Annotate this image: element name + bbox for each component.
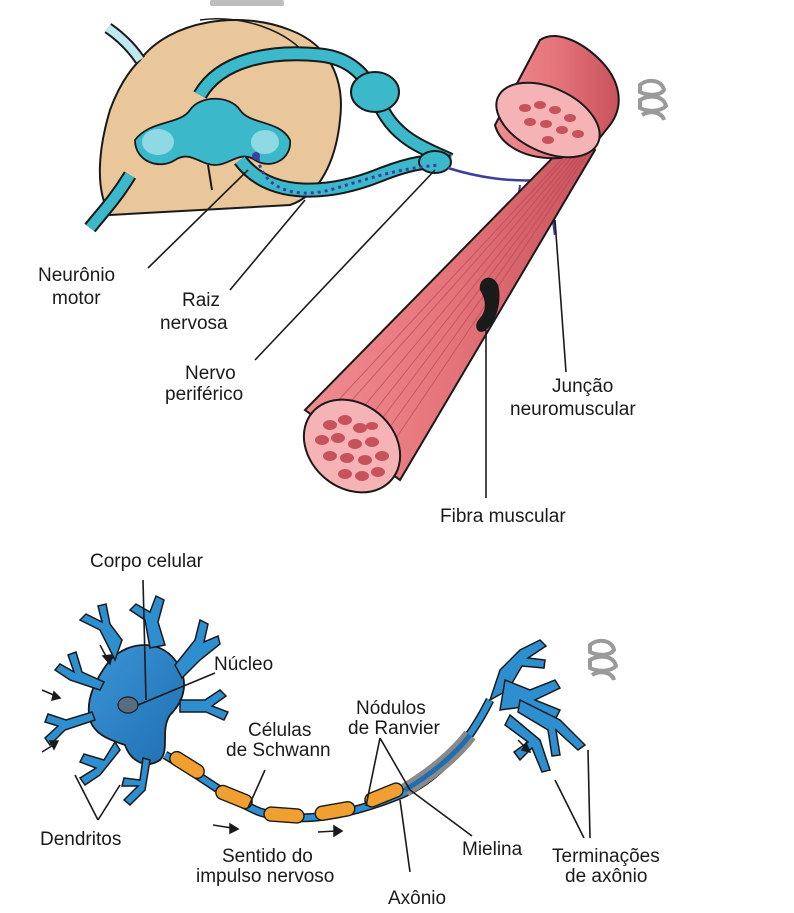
label-nerve-root-1: Raiz — [182, 290, 220, 311]
watermark-logo-icon — [588, 638, 619, 681]
label-motor-neuron-1: Neurônio — [38, 265, 115, 286]
label-nmj-2: neuromuscular — [510, 399, 636, 420]
label-nucleus: Núcleo — [214, 654, 273, 675]
label-nodes-ranvier-2: de Ranvier — [348, 718, 441, 739]
nerve-root — [84, 23, 454, 233]
muscle-fiber — [302, 35, 620, 494]
label-peripheral-nerve-1: Nervo — [185, 363, 236, 384]
label-impulse-1: Sentido do — [222, 846, 313, 867]
label-impulse-2: impulso nervoso — [196, 866, 334, 887]
label-nmj-1: Junção — [552, 376, 613, 397]
label-axon-terminals-2: de axônio — [565, 866, 647, 887]
label-myelin: Mielina — [462, 839, 523, 860]
label-nerve-root-2: nervosa — [160, 313, 228, 334]
watermark-logo-icon — [638, 78, 669, 121]
label-motor-neuron-2: motor — [52, 288, 101, 309]
label-schwann-2: de Schwann — [226, 740, 331, 761]
label-axon-terminals-1: Terminações — [552, 846, 660, 867]
neuron — [41, 594, 587, 838]
label-muscle-fiber: Fibra muscular — [440, 506, 566, 527]
label-dendrites: Dendritos — [40, 829, 121, 850]
label-cell-body: Corpo celular — [90, 551, 204, 572]
label-nodes-ranvier-1: Nódulos — [356, 698, 426, 719]
label-peripheral-nerve-2: periférico — [165, 384, 243, 405]
label-axon: Axônio — [388, 888, 446, 909]
label-schwann-1: Células — [248, 720, 311, 741]
